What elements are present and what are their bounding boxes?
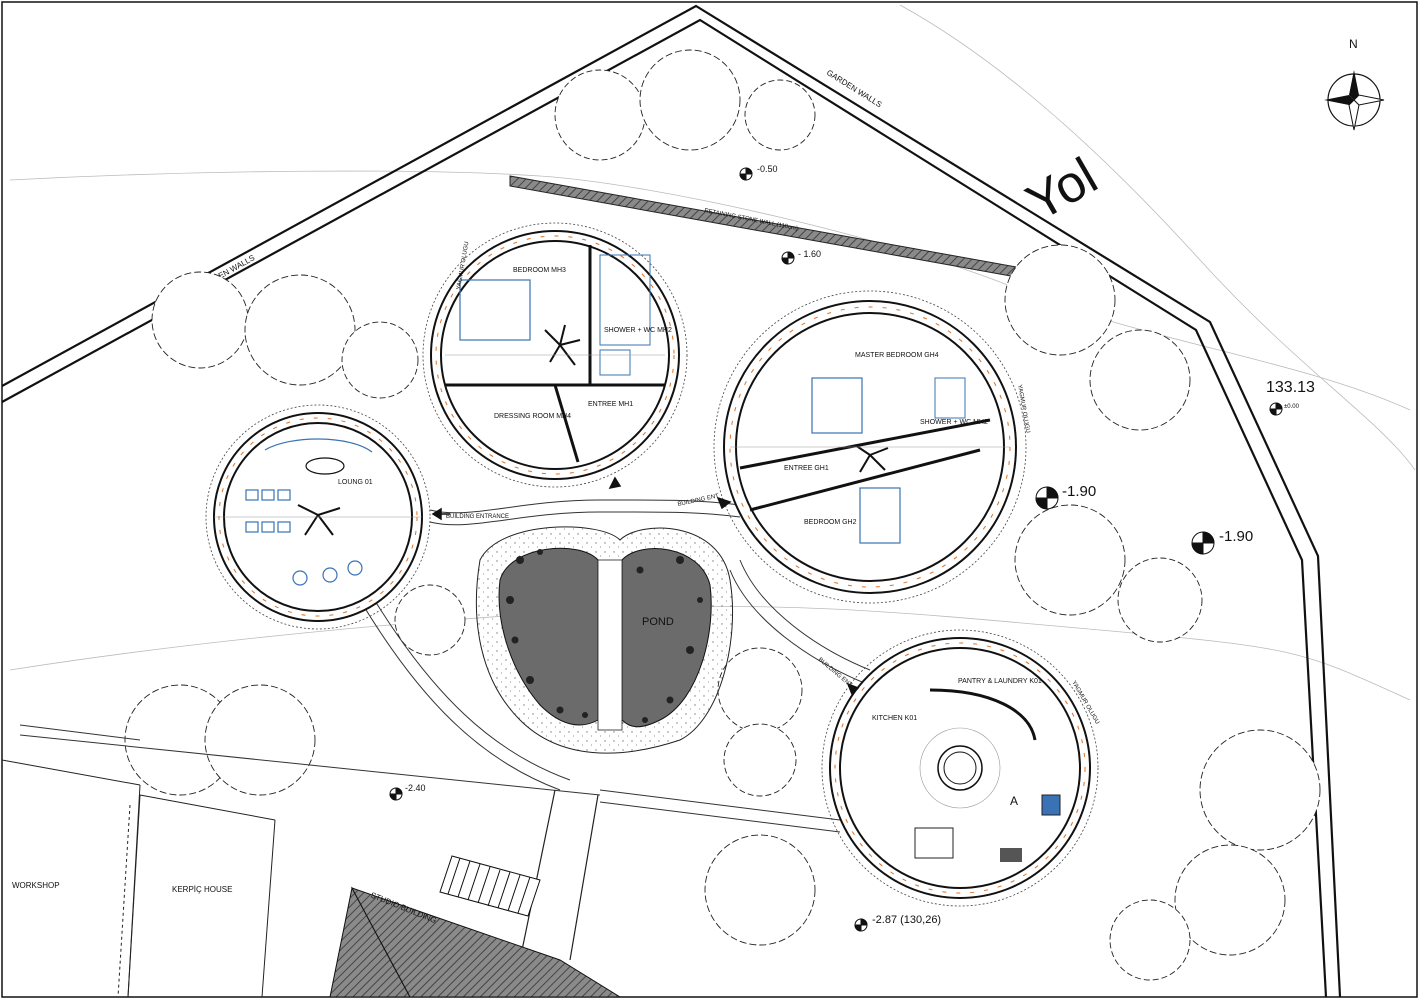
tree-trunk-icon <box>854 444 889 473</box>
trees <box>124 49 1321 981</box>
north-label: N <box>1349 37 1358 51</box>
bed-icon <box>459 279 531 341</box>
walkway <box>519 789 599 961</box>
room-entree-mh1: ENTREE MH1 <box>588 401 633 408</box>
tree-trunk-icon <box>297 504 341 536</box>
section-marker: A <box>1010 794 1018 808</box>
shower-icon <box>599 254 651 346</box>
north-arrow-icon <box>1324 70 1385 131</box>
site-elevation: 133.13 <box>1266 379 1315 396</box>
bed-icon <box>811 377 863 434</box>
tree-icon <box>1004 244 1191 431</box>
road-label: Yol <box>1017 147 1107 232</box>
level-160: - 1.60 <box>798 249 821 259</box>
room-master-bedroom-gh4: MASTER BEDROOM GH4 <box>855 352 939 359</box>
bathtub-icon <box>934 377 966 419</box>
room-entree-gh1: ENTREE GH1 <box>784 465 829 472</box>
garden-walls <box>1 4 1342 998</box>
studio-building-roof <box>329 886 622 998</box>
level-marker-icons <box>389 167 1283 932</box>
building-entrance-label-2: BUILDING ENT <box>677 493 720 508</box>
room-loung-01: LOUNG 01 <box>338 479 373 486</box>
kerpic-house-building <box>117 794 276 998</box>
wc-icon <box>599 349 631 376</box>
room-bedroom-mh3: BEDROOM MH3 <box>513 267 566 274</box>
building-entrance-label-1: BUILDING ENTRANCE <box>446 514 509 520</box>
level-190b: -1.90 <box>1219 528 1253 545</box>
workshop-label: WORKSHOP <box>12 881 60 890</box>
dining-table-icon <box>914 827 954 859</box>
pond-stones <box>506 549 703 723</box>
stove-icon <box>1000 848 1022 862</box>
bed-icon <box>859 487 901 544</box>
workshop-building <box>1 759 141 998</box>
room-shower-wc-mh2: SHOWER + WC MH2 <box>604 327 672 334</box>
room-dressing-room-mh4: DRESSING ROOM MH4 <box>494 413 571 420</box>
level-050: -0.50 <box>757 164 778 174</box>
footpaths <box>19 499 871 833</box>
fireplace-icon <box>937 745 983 791</box>
sink-icon <box>1041 794 1061 816</box>
dome-master-bedroom-gh <box>713 290 1027 604</box>
level-240: -2.40 <box>405 783 426 793</box>
level-190a: -1.90 <box>1062 483 1096 500</box>
tree-trunk-icon <box>544 324 581 366</box>
pond-area <box>475 526 733 754</box>
seating-icon <box>245 438 373 586</box>
stairs-icon <box>439 855 541 917</box>
entrance-arrow-icon <box>431 476 860 696</box>
tree-icon <box>1174 729 1321 956</box>
tree-icon <box>394 584 466 656</box>
tree-icon <box>1109 899 1191 981</box>
room-bedroom-gh2: BEDROOM GH2 <box>804 519 857 526</box>
table-icon <box>305 457 345 475</box>
gutter-label-2: YAGMUR OLUGU <box>1016 384 1030 433</box>
tree-icon <box>704 834 816 946</box>
tree-icon <box>124 684 316 796</box>
dome-loung <box>205 404 431 630</box>
room-shower-wc-gh: SHOWER + WC MH2 <box>920 419 988 426</box>
building-entrance-label-3: BUILDING ENT <box>817 657 853 689</box>
level-287: -2.87 (130,26) <box>872 914 941 926</box>
dome-kitchen <box>821 629 1099 907</box>
tree-icon <box>151 271 419 399</box>
dome-bedroom-mh <box>422 222 688 488</box>
pond-label: POND <box>642 616 674 628</box>
site-elevation-ref: ±0.00 <box>1284 404 1300 410</box>
tree-icon <box>717 647 803 797</box>
room-kitchen-k01: KITCHEN K01 <box>872 715 917 722</box>
kerpic-house-label: KERPİÇ HOUSE <box>172 885 232 894</box>
tree-icon <box>1014 504 1203 643</box>
tree-icon <box>554 49 816 161</box>
room-pantry-laundry-k01: PANTRY & LAUNDRY K01 <box>958 678 1042 685</box>
